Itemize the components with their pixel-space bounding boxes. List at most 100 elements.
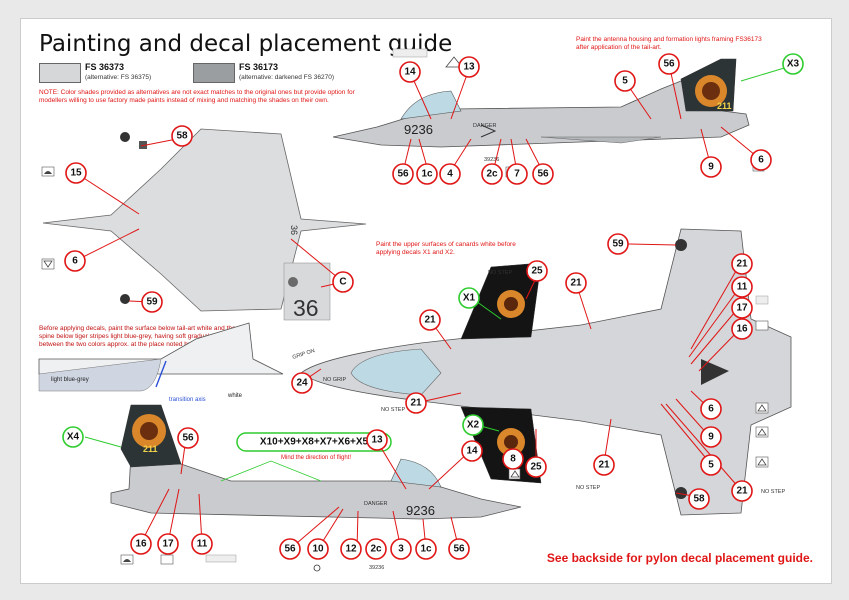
svg-text:13: 13	[463, 62, 475, 73]
callout-top-13: 13	[458, 56, 480, 78]
callout-tv-24: 24	[291, 372, 313, 394]
callout-tv-59: 59	[607, 233, 629, 255]
stripes-note: Mind the direction of flight!	[281, 455, 351, 461]
svg-text:3: 3	[398, 544, 404, 555]
callout-tv-21d: 21	[405, 392, 427, 414]
svg-text:25: 25	[531, 266, 543, 277]
callout-tv-25b: 25	[525, 456, 547, 478]
callout-plan-6: 6	[64, 250, 86, 272]
swatch-code-2: FS 36173	[239, 62, 279, 72]
svg-text:56: 56	[284, 544, 296, 555]
svg-text:211: 211	[143, 444, 158, 454]
callout-bp-56b: 56	[279, 538, 301, 560]
svg-text:17: 17	[736, 303, 748, 314]
svg-text:21: 21	[570, 278, 582, 289]
callout-top-14: 14	[399, 61, 421, 83]
label-white: white	[227, 393, 243, 399]
svg-text:6: 6	[758, 155, 764, 166]
callout-top-5: 5	[614, 70, 636, 92]
no-step-3: NO STEP	[576, 485, 600, 491]
svg-text:X3: X3	[787, 59, 800, 70]
svg-text:56: 56	[663, 59, 675, 70]
danger-bottom: DANGER	[364, 501, 388, 507]
svg-text:25: 25	[530, 462, 542, 473]
top-profile-aircraft: 211 9236 DANGER 39236	[332, 48, 765, 178]
no-step-1: NO STEP	[488, 270, 512, 276]
backside-note: See backside for pylon decal placement g…	[546, 551, 813, 565]
svg-text:21: 21	[736, 486, 748, 497]
callout-tv-21a: 21	[565, 272, 587, 294]
svg-text:2c: 2c	[370, 544, 382, 555]
antenna-note: Paint the antenna housing and formation …	[576, 36, 762, 51]
callout-bp-56c: 56	[448, 538, 470, 560]
page-title: Painting and decal placement guide	[39, 31, 453, 57]
svg-text:21: 21	[598, 460, 610, 471]
serial-small-bottom: 39236	[369, 565, 384, 571]
svg-text:21: 21	[410, 398, 422, 409]
label-light-blue-grey: light blue-grey	[51, 377, 89, 383]
svg-text:5: 5	[708, 460, 714, 471]
svg-text:59: 59	[612, 239, 624, 250]
stripes-label-group: X10+X9+X8+X7+X6+X5 Mind the direction of…	[236, 432, 392, 461]
callouts-bottom-profile: X4 56 16 17 11 13 14 56 10 12 2c 3 1c 56	[62, 426, 483, 560]
swatch-code-1: FS 36373	[85, 62, 125, 72]
svg-text:1c: 1c	[421, 169, 433, 180]
svg-text:4: 4	[447, 169, 453, 180]
svg-text:21: 21	[424, 315, 436, 326]
callout-bp-13: 13	[366, 429, 388, 451]
svg-text:10: 10	[312, 544, 324, 555]
callout-top-56c: 56	[532, 163, 554, 185]
tail-profile-sketch: light blue-grey transition axis white	[38, 322, 284, 403]
callout-top-9: 9	[700, 156, 722, 178]
svg-text:7: 7	[514, 169, 520, 180]
serial-small-top: 39236	[484, 157, 499, 163]
callout-tv-11: 11	[731, 276, 753, 298]
tail-code-big: 36	[293, 295, 319, 321]
canard-note: Paint the upper surfaces of canards whit…	[376, 241, 516, 256]
callout-bp-12: 12	[340, 538, 362, 560]
svg-text:21: 21	[736, 259, 748, 270]
svg-text:14: 14	[404, 67, 416, 78]
callout-tv-21f: 21	[593, 454, 615, 476]
callout-bp-3: 3	[390, 538, 412, 560]
callout-top-x3: X3	[782, 53, 804, 75]
callout-tv-x2: X2	[462, 414, 484, 436]
color-note: NOTE: Color shades provided as alternati…	[39, 89, 355, 104]
svg-text:15: 15	[70, 168, 82, 179]
callout-top-4: 4	[439, 163, 461, 185]
decal-guide-sheet: Painting and decal placement guide FS 36…	[20, 18, 832, 584]
callout-bp-x4: X4	[62, 426, 84, 448]
svg-text:58: 58	[176, 131, 188, 142]
callout-plan-59: 59	[141, 291, 163, 313]
stripes-label: X10+X9+X8+X7+X6+X5	[260, 437, 369, 448]
callout-tv-58: 58	[688, 488, 710, 510]
svg-text:2c: 2c	[486, 169, 498, 180]
callouts-plan: 58 15 6 59 C	[64, 125, 354, 313]
svg-text:X4: X4	[67, 432, 80, 443]
svg-text:17: 17	[162, 539, 174, 550]
svg-text:56: 56	[182, 433, 194, 444]
svg-text:16: 16	[135, 539, 147, 550]
tail-note: Before applying decals, paint the surfac…	[39, 325, 238, 348]
danger-top: DANGER	[473, 123, 497, 129]
callout-top-7: 7	[506, 163, 528, 185]
callout-bp-1c: 1c	[415, 538, 437, 560]
callout-top-1c: 1c	[416, 163, 438, 185]
callout-tv-21e: 21	[731, 480, 753, 502]
callout-tv-21c: 21	[419, 309, 441, 331]
callout-tv-21b: 21	[731, 253, 753, 275]
callout-plan-58: 58	[171, 125, 193, 147]
callout-top-6: 6	[750, 149, 772, 171]
callout-tv-x1: X1	[458, 287, 480, 309]
svg-text:11: 11	[197, 539, 208, 550]
svg-text:59: 59	[146, 297, 158, 308]
callout-tv-8: 8	[502, 448, 524, 470]
callout-bp-56a: 56	[177, 427, 199, 449]
drawing-canvas: 211 9236 DANGER 39236 36	[38, 48, 804, 572]
callout-top-56b: 56	[392, 163, 414, 185]
svg-text:C: C	[339, 277, 346, 288]
label-transition: transition axis	[169, 397, 206, 403]
swatch-alt-2: (alternative: darkened FS 36270)	[239, 74, 335, 81]
serial-bottom: 9236	[406, 503, 435, 518]
svg-text:9: 9	[708, 432, 714, 443]
